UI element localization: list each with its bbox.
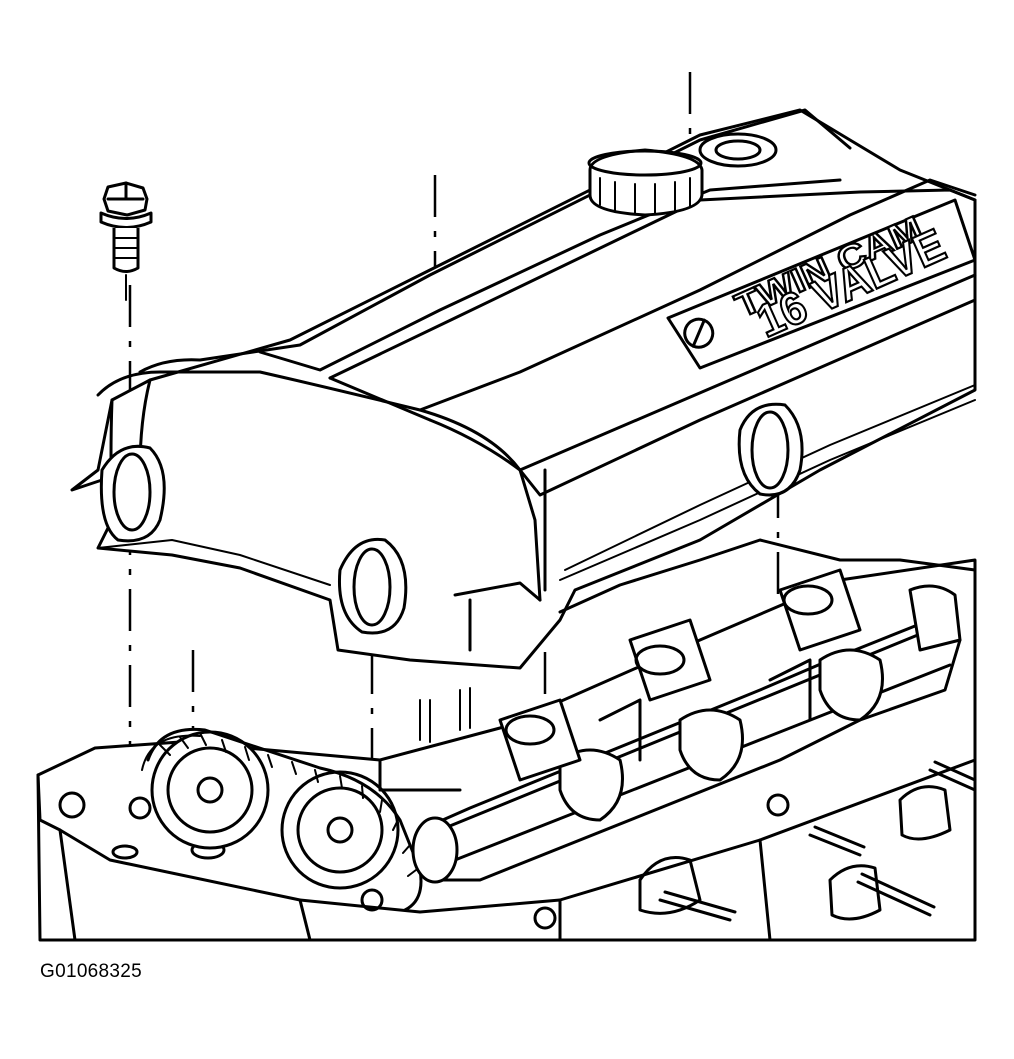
timing-chain — [141, 727, 423, 912]
valve-cover — [70, 108, 977, 670]
figure-code: G01068325 — [40, 961, 143, 982]
valve-cover-exploded-view: TWIN CAM 16 VALVE — [36, 72, 977, 942]
cover-bolt — [99, 181, 153, 301]
camshafts — [411, 568, 962, 884]
cylinder-head — [36, 558, 977, 942]
cam-carrier — [378, 538, 977, 792]
